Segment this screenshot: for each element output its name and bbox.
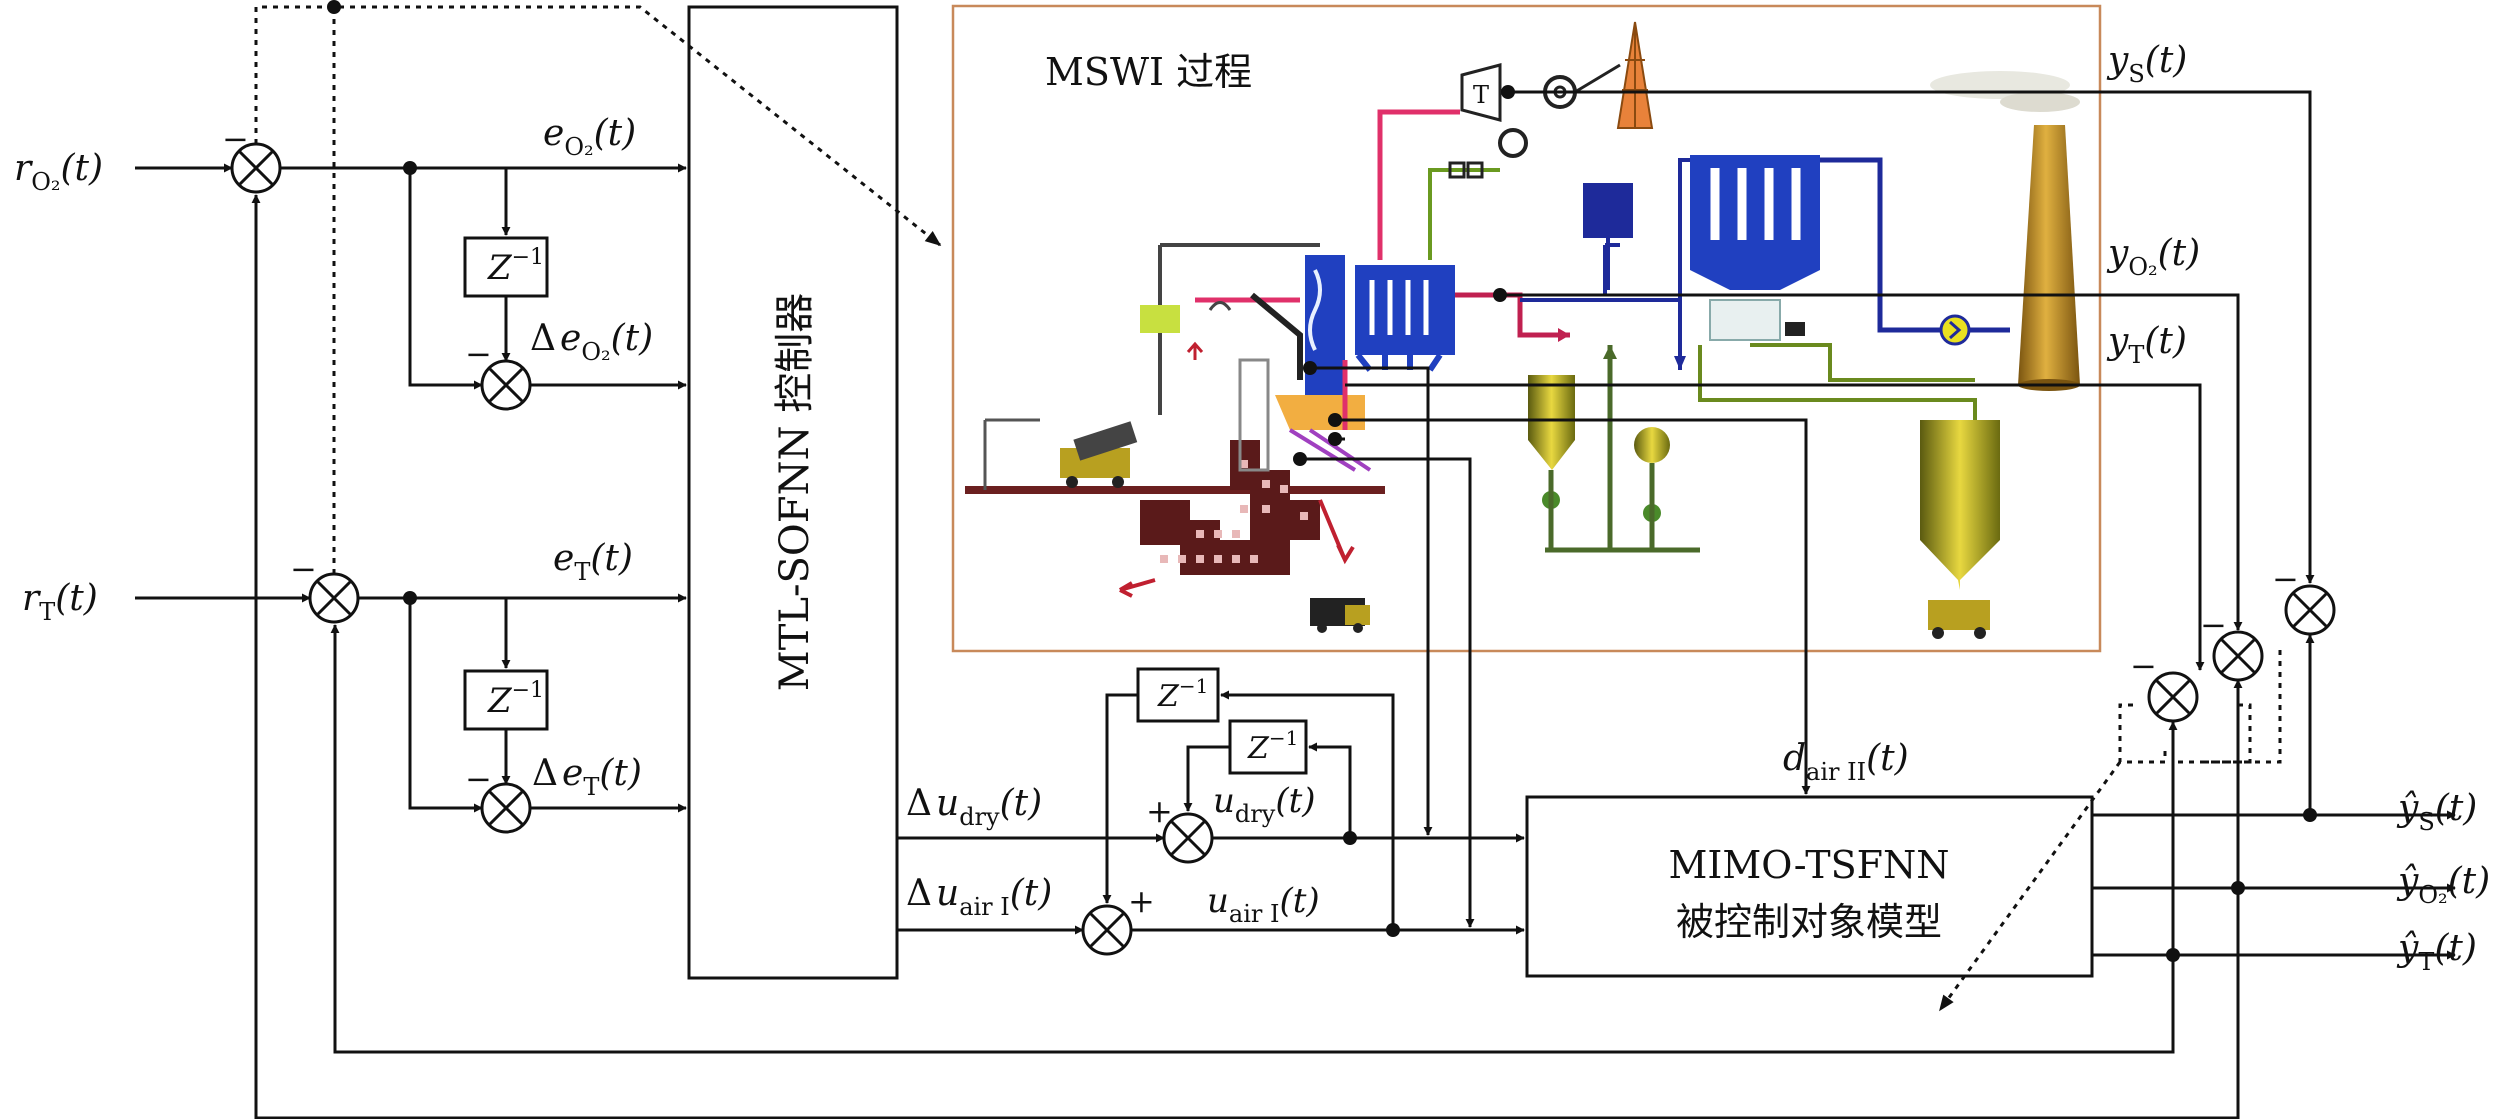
- svg-text:Z−1: Z−1: [1157, 674, 1208, 714]
- summing-junctions: [230, 142, 2336, 956]
- svg-text:Z−1: Z−1: [487, 245, 544, 288]
- delay-block-dry: Z−1: [1228, 719, 1308, 775]
- label-y-s: yS(t): [2106, 40, 2187, 88]
- delay-block-air: Z−1: [1136, 667, 1220, 723]
- sum-junction-err-o2: [2212, 630, 2264, 682]
- svg-text:Z−1: Z−1: [1247, 726, 1298, 766]
- delay-blocks: Z−1 Z−1 Z−1 Z−1: [463, 236, 1308, 775]
- model-block: MIMO-TSFNN 被控制对象模型: [1525, 795, 2094, 978]
- label-y-hat-t: ŷT(t): [2396, 928, 2477, 976]
- label-u-air: uair I(t): [1207, 881, 1320, 928]
- sign-plus: +: [1128, 882, 1155, 920]
- label-d-air-ii: dair II(t): [1783, 738, 1909, 786]
- delay-block-t: Z−1: [463, 669, 549, 731]
- label-y-hat-s: ŷS(t): [2396, 788, 2477, 836]
- svg-text:T: T: [1473, 81, 1489, 109]
- sum-junction-de-o2: [480, 359, 532, 411]
- plant-illustration: T: [965, 21, 2080, 639]
- sum-junction-u-air: [1081, 904, 1133, 956]
- svg-text:Z−1: Z−1: [487, 678, 544, 721]
- label-y-t: yT(t): [2106, 321, 2187, 369]
- controller-block: MTL-SOFNN 控制器: [687, 5, 899, 980]
- sum-junction-err-t: [2147, 671, 2199, 723]
- controller-label: MTL-SOFNN 控制器: [772, 293, 818, 691]
- process-title: MSWI 过程: [1045, 50, 1252, 94]
- sum-junction-t: [308, 572, 360, 624]
- sign-plus: +: [1146, 792, 1173, 830]
- sum-junction-de-t: [480, 782, 532, 834]
- sum-junction-u-dry: [1162, 812, 1214, 864]
- adaptation-dotted-lines: [254, 0, 2282, 1012]
- label-y-o2: yO₂(t): [2106, 233, 2200, 281]
- sign-minus: −: [465, 760, 492, 798]
- label-u-dry: udry(t): [1213, 781, 1316, 828]
- delay-block-o2: Z−1: [463, 236, 549, 298]
- label-e-o2: eO₂(t): [543, 113, 636, 161]
- model-label-line2: 被控制对象模型: [1676, 900, 1942, 944]
- mswi-process-block: MSWI 过程: [951, 4, 2102, 653]
- model-label-line1: MIMO-TSFNN: [1668, 843, 1949, 887]
- label-y-hat-o2: ŷO₂(t): [2396, 861, 2490, 909]
- sign-minus: −: [222, 120, 249, 158]
- label-r-t: rT(t): [22, 578, 98, 626]
- sign-minus: −: [2200, 606, 2227, 644]
- sign-marks: − − − − + + − − −: [222, 120, 2299, 920]
- sign-minus: −: [465, 335, 492, 373]
- sign-minus: −: [290, 550, 317, 588]
- sum-junction-err-s: [2284, 584, 2336, 636]
- sign-minus: −: [2130, 647, 2157, 685]
- label-e-t: eT(t): [553, 538, 633, 586]
- label-r-o2: rO₂(t): [14, 148, 103, 196]
- signal-wires: [135, 85, 2456, 1119]
- sum-junction-o2: [230, 142, 282, 194]
- sign-minus: −: [2272, 560, 2299, 598]
